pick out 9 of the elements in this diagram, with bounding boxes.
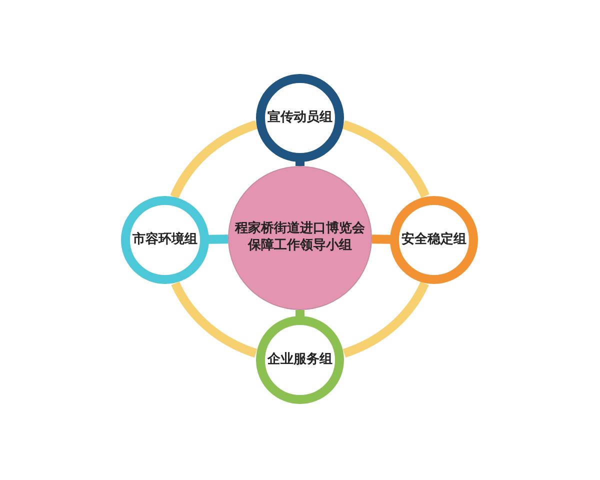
ring-arc [340,280,429,358]
connector [208,234,228,244]
connector [372,234,392,244]
node-label: 程家桥街道进口博览会保障工作领导小组 [234,221,366,255]
node-label: 宣传动员组 [266,110,334,126]
node-label: 市容环境组 [132,232,198,248]
ring-arc [171,280,260,358]
node-label: 安全稳定组 [400,232,468,248]
node-label: 企业服务组 [266,352,334,368]
